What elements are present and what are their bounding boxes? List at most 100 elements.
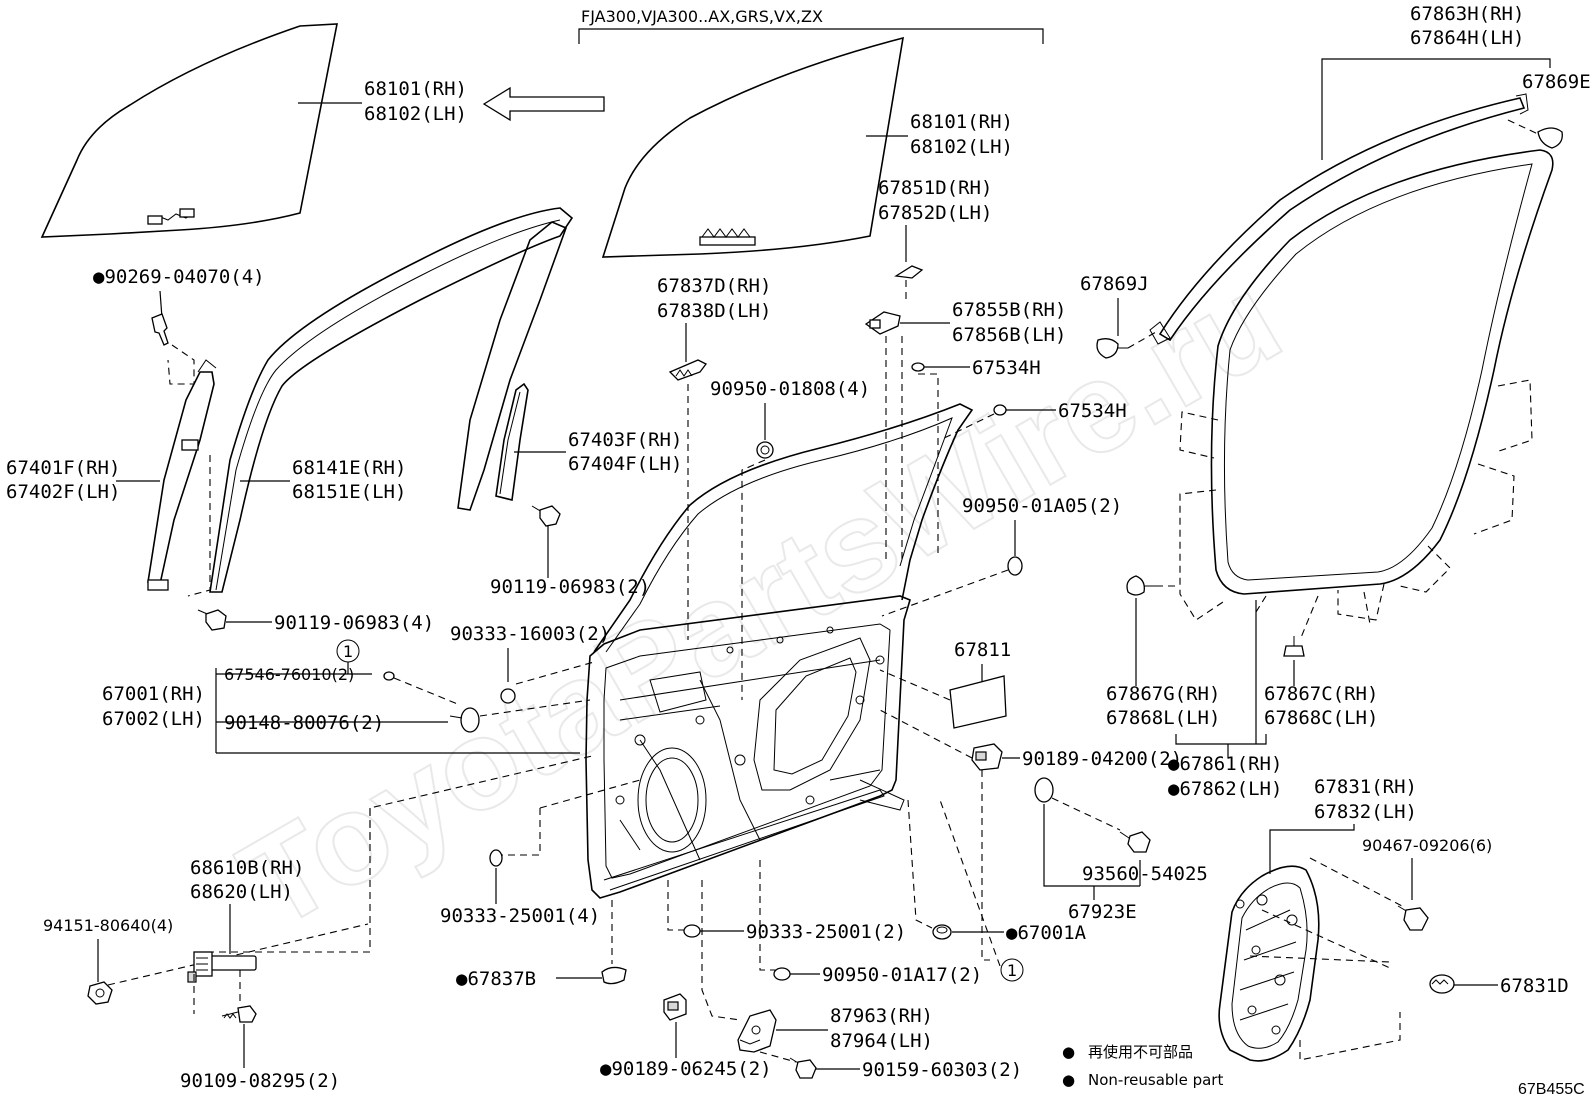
label-plug-67831d: 67831D	[1500, 975, 1569, 997]
plug-67001a-icon[interactable]	[932, 924, 952, 940]
label-hinge-68620: 68620(LH)	[190, 881, 293, 903]
label-plug-67546: 67546-76010(2)	[224, 665, 354, 684]
door-weatherstrip-67861[interactable]	[1210, 149, 1554, 595]
label-plug-90950-01808: 90950-01808(4)	[710, 378, 870, 400]
bushing-67923-icon[interactable]	[1034, 777, 1054, 803]
label-plug-67534-b: 67534H	[1058, 400, 1127, 422]
cover-67831[interactable]	[1218, 865, 1320, 1062]
label-wstrip-67862: ●67862(LH)	[1168, 778, 1282, 800]
label-brk-67837: 67837D(RH)	[657, 275, 771, 297]
label-bolt-94151: 94151-80640(4)	[43, 916, 173, 935]
run-channel-67403[interactable]	[495, 382, 529, 501]
label-cover-67832: 67832(LH)	[1314, 801, 1417, 823]
bolt-90119-4-icon[interactable]	[197, 609, 227, 631]
label-screw-90467: 90467-09206(6)	[1362, 836, 1492, 855]
label-glass-mid-lh: 68102(LH)	[910, 136, 1013, 158]
label-brk-67856: 67856B(LH)	[952, 324, 1066, 346]
center-channel[interactable]	[457, 221, 568, 511]
label-plug-67534-a: 67534H	[972, 357, 1041, 379]
label-glass-mid-rh: 68101(RH)	[910, 111, 1013, 133]
variant-note: FJA300,VJA300..AX,GRS,VX,ZX	[581, 7, 823, 26]
run-channel-67401[interactable]	[147, 359, 217, 591]
hinge-67851-icon[interactable]	[894, 265, 924, 279]
label-hinge-67852: 67852D(LH)	[878, 202, 992, 224]
label-plug-90333-25001-a: 90333-25001(4)	[440, 905, 600, 927]
label-run-67404: 67404F(LH)	[568, 453, 682, 475]
label-clip-67868l: 67868L(LH)	[1106, 707, 1220, 729]
label-brk-67855: 67855B(RH)	[952, 299, 1066, 321]
plug-67534-a-icon[interactable]	[911, 362, 925, 372]
plug-90333-25001-a-icon[interactable]	[489, 849, 503, 867]
bolt-90159-icon[interactable]	[789, 1057, 817, 1079]
bolt-94151-icon[interactable]	[87, 981, 113, 1005]
clip-67869e-icon[interactable]	[1537, 127, 1563, 149]
legend-mark-2: ●	[1062, 1071, 1075, 1089]
label-glass-left-lh: 68102(LH)	[364, 103, 467, 125]
screw-90467-icon[interactable]	[1397, 905, 1429, 931]
label-frame-68141: 68141E(RH)	[292, 457, 406, 479]
label-run-67402: 67402F(LH)	[6, 481, 120, 503]
bolt-90109-icon[interactable]	[221, 1005, 257, 1023]
frame-68141[interactable]	[209, 207, 574, 593]
label-bolt-90269: ●90269-04070(4)	[93, 266, 265, 288]
label-bolt-90109: 90109-08295(2)	[180, 1070, 340, 1092]
legend-english: Non-reusable part	[1088, 1071, 1223, 1089]
clip-90189-04200-icon[interactable]	[971, 743, 1003, 771]
label-hinge-68610b: 68610B(RH)	[190, 857, 304, 879]
bolt-90119-2-icon[interactable]	[531, 505, 561, 527]
plug-67534-b-icon[interactable]	[993, 404, 1007, 416]
plug-67837b-icon[interactable]	[601, 966, 627, 985]
bracket-87963-icon[interactable]	[737, 1009, 777, 1053]
plug-90950-01808-icon[interactable]	[756, 441, 774, 459]
screw-93560-icon[interactable]	[1119, 831, 1151, 853]
label-set-67923e: 67923E	[1068, 901, 1137, 923]
label-wstrip-67861: ●67861(RH)	[1168, 753, 1282, 775]
label-plug-90333-25001-b: 90333-25001(2)	[746, 921, 906, 943]
bracket-67855-icon[interactable]	[864, 311, 901, 335]
label-plug-67837b: ●67837B	[456, 968, 536, 990]
plug-90333-25001-b-icon[interactable]	[683, 924, 701, 938]
plug-90950-01a17-icon[interactable]	[773, 967, 791, 981]
label-cover-67831: 67831(RH)	[1314, 776, 1417, 798]
label-door-67001: 67001(RH)	[102, 683, 205, 705]
plug-90950-01a05-icon[interactable]	[1007, 556, 1023, 576]
label-pad-67811: 67811	[954, 639, 1011, 661]
label-run-67403: 67403F(RH)	[568, 429, 682, 451]
label-clip-67869j: 67869J	[1080, 273, 1149, 295]
legend-japanese: 再使用不可部品	[1088, 1043, 1193, 1061]
bracket-67837-icon[interactable]	[668, 359, 707, 381]
label-brk-67838: 67838D(LH)	[657, 300, 771, 322]
bolt-90148-icon[interactable]	[449, 707, 480, 733]
label-plug-67001a: ●67001A	[1006, 922, 1087, 944]
label-clip-90189-04200: 90189-04200(2)	[1022, 748, 1182, 770]
door-panel-67001[interactable]	[585, 403, 974, 899]
pad-67811-icon[interactable]	[949, 675, 1007, 729]
label-clip-67867g: 67867G(RH)	[1106, 683, 1220, 705]
bolt-90269-icon[interactable]	[151, 313, 169, 346]
label-clip-90189-06245: ●90189-06245(2)	[600, 1058, 772, 1080]
variant-bracket: FJA300,VJA300..AX,GRS,VX,ZX	[578, 7, 1044, 44]
label-brk-87964: 87964(LH)	[830, 1030, 933, 1052]
plug-67546-icon[interactable]	[383, 671, 395, 681]
legend-mark-1: ●	[1062, 1043, 1075, 1061]
label-bolt-90119-2: 90119-06983(2)	[490, 576, 650, 598]
label-glass-left-rh: 68101(RH)	[364, 78, 467, 100]
door-glass-middle[interactable]	[601, 36, 904, 258]
label-wstrip-upper-rh: 67863H(RH)	[1410, 3, 1524, 25]
hinge-68610-icon[interactable]	[187, 951, 257, 983]
label-run-67401: 67401F(RH)	[6, 457, 120, 479]
clip-67867c-icon[interactable]	[1283, 636, 1305, 657]
clip-90189-06245-icon[interactable]	[663, 993, 687, 1021]
clip-67869j-icon[interactable]	[1096, 338, 1128, 359]
plug-90333-16003-icon[interactable]	[500, 688, 516, 704]
label-door-67002: 67002(LH)	[102, 708, 205, 730]
label-clip-67867c: 67867C(RH)	[1264, 683, 1378, 705]
clip-67867g-icon[interactable]	[1126, 575, 1156, 596]
door-glass-left[interactable]	[40, 23, 338, 238]
upper-weatherstrip-67863[interactable]	[1149, 93, 1529, 345]
label-brk-87963: 87963(RH)	[830, 1005, 933, 1027]
svg-text:1: 1	[343, 642, 353, 661]
plug-67831d-icon[interactable]	[1429, 974, 1455, 994]
label-hinge-67851: 67851D(RH)	[878, 177, 992, 199]
